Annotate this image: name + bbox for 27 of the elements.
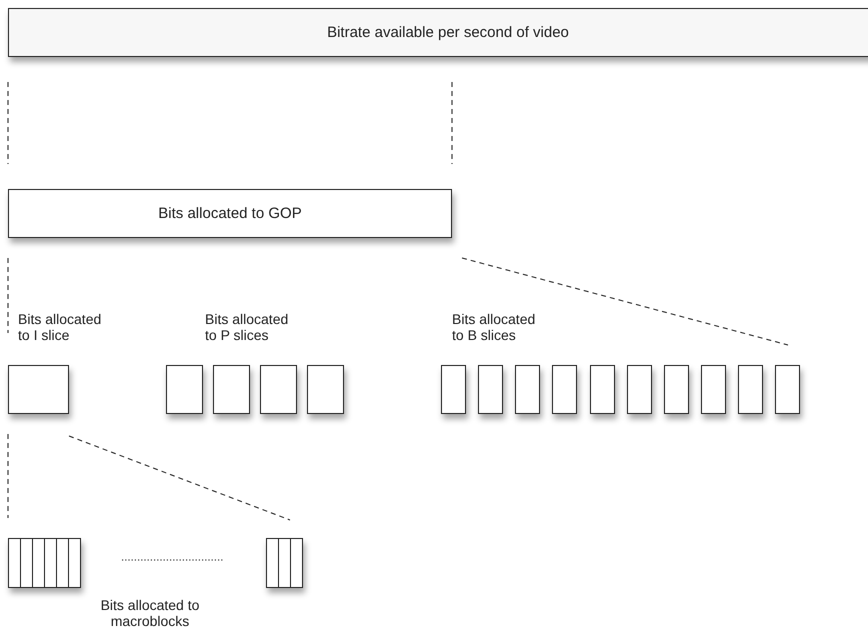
slice-box (664, 365, 689, 414)
slice-box (738, 365, 763, 414)
slice-box (515, 365, 540, 414)
slice-box (260, 365, 297, 414)
group-caption: Bits allocated to I slice (18, 311, 102, 343)
bar-box (8, 189, 452, 238)
slice-box (775, 365, 800, 414)
slice-box (441, 365, 466, 414)
slice-box (213, 365, 250, 414)
macroblock-group (8, 538, 81, 588)
slice-box (552, 365, 577, 414)
slice-box (701, 365, 726, 414)
dashed-guide-line (68, 436, 290, 520)
bar-box (8, 8, 868, 57)
slice-box (627, 365, 652, 414)
slice-box (8, 365, 69, 414)
slice-box (307, 365, 344, 414)
group-caption: Bits allocated to macroblocks (100, 597, 200, 629)
box-label: Bitrate available per second of video (327, 24, 569, 42)
box-label: Bits allocated to GOP (158, 204, 302, 222)
dashed-guide-line (462, 258, 788, 346)
slice-box (478, 365, 503, 414)
slice-box (166, 365, 203, 414)
group-caption: Bits allocated to P slices (205, 311, 290, 343)
macroblock-group (266, 538, 303, 588)
group-caption: Bits allocated to B slices (452, 311, 536, 343)
slice-box (590, 365, 615, 414)
